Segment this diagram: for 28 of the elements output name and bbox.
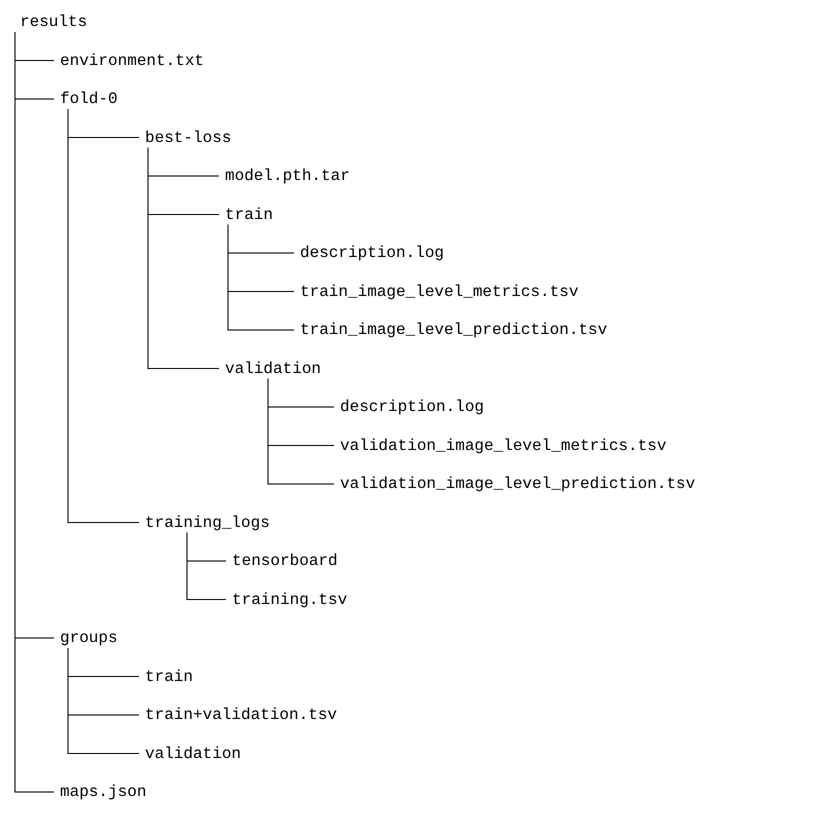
file-name: groups: [60, 628, 118, 648]
file-name: train: [145, 666, 194, 686]
file-name: train_image_level_metrics.tsv: [300, 282, 578, 302]
tree-line: [68, 108, 140, 523]
file-name: fold-0: [60, 89, 118, 109]
file-name: tensorboard: [232, 551, 338, 571]
tree-line: [268, 378, 334, 484]
file-name: training.tsv: [232, 590, 348, 610]
file-name: train: [225, 204, 274, 224]
file-name: best-loss: [145, 128, 232, 148]
tree-line: [228, 224, 294, 330]
file-name: train+validation.tsv: [145, 705, 338, 725]
file-name: description.log: [340, 397, 484, 417]
file-name: model.pth.tar: [225, 166, 350, 186]
file-name: environment.txt: [60, 50, 204, 70]
file-name: validation_image_level_prediction.tsv: [340, 474, 696, 494]
file-name: training_logs: [145, 512, 270, 532]
file-name: validation_image_level_metrics.tsv: [340, 436, 666, 456]
file-name: description.log: [300, 243, 444, 263]
file-name: validation: [225, 358, 322, 378]
file-name: train_image_level_prediction.tsv: [300, 320, 608, 340]
tree-line: [186, 532, 226, 600]
tree-line: [148, 147, 220, 369]
tree-line: [68, 648, 140, 754]
tree-line: [14, 32, 54, 792]
file-name: results: [20, 12, 88, 32]
file-name: maps.json: [60, 782, 146, 802]
file-name: validation: [145, 744, 242, 764]
